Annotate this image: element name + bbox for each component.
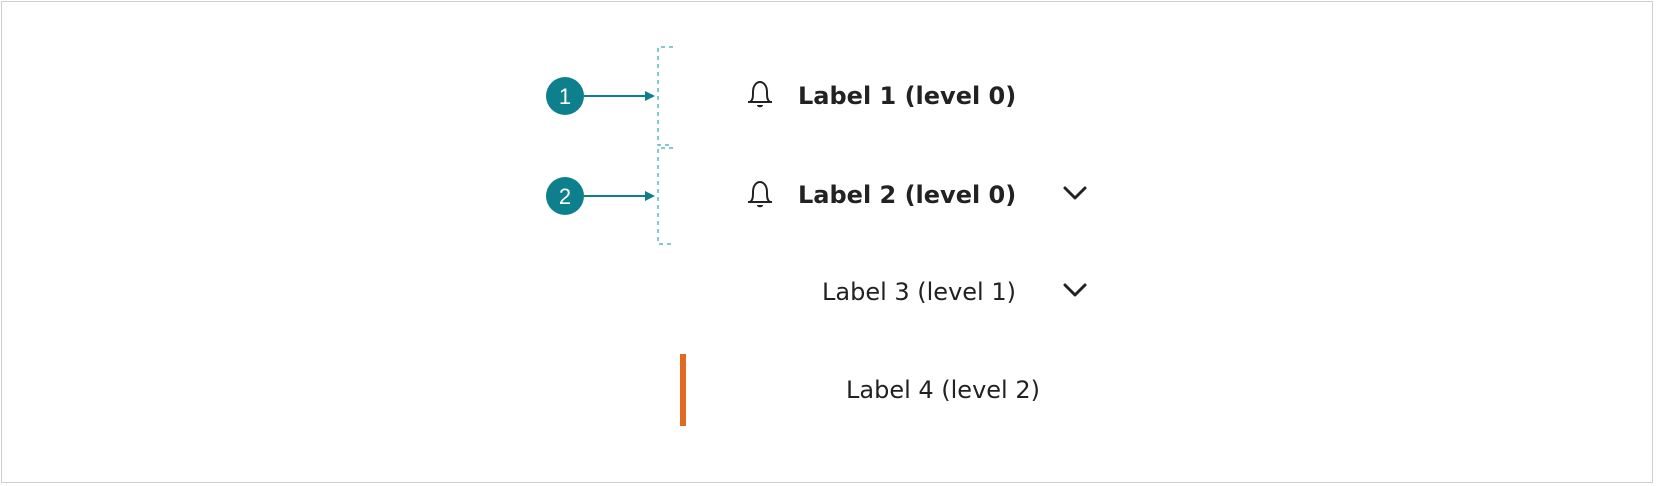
callout-1-badge xyxy=(546,77,584,115)
nav-item-label-1[interactable]: Label 1 (level 0) xyxy=(748,81,1016,110)
bell-icon xyxy=(748,81,772,108)
nav-item-label-2-text: Label 2 (level 0) xyxy=(798,181,1016,209)
callout-2-badge xyxy=(546,177,584,215)
chevron-down-icon[interactable] xyxy=(1063,283,1087,297)
callout-1-arrow-head xyxy=(645,91,655,101)
item-2-bracket xyxy=(657,147,673,245)
chevron-down-icon[interactable] xyxy=(1063,186,1087,200)
active-indicator xyxy=(680,354,686,426)
callout-2-arrow-head xyxy=(645,191,655,201)
bell-icon xyxy=(748,181,772,208)
nav-item-label-1-text: Label 1 (level 0) xyxy=(798,82,1016,110)
item-1-bracket xyxy=(657,46,673,146)
nav-item-label-3-text: Label 3 (level 1) xyxy=(822,278,1016,306)
nav-item-label-4-text: Label 4 (level 2) xyxy=(846,376,1040,404)
nav-item-label-4[interactable]: Label 4 (level 2) xyxy=(680,354,1040,426)
callout-1: 1 xyxy=(546,77,655,115)
callout-1-number: 1 xyxy=(559,84,571,109)
nav-item-label-2[interactable]: Label 2 (level 0) xyxy=(748,181,1087,209)
nav-item-label-3[interactable]: Label 3 (level 1) xyxy=(822,278,1087,306)
callout-2-number: 2 xyxy=(559,184,571,209)
callout-2: 2 xyxy=(546,177,655,215)
